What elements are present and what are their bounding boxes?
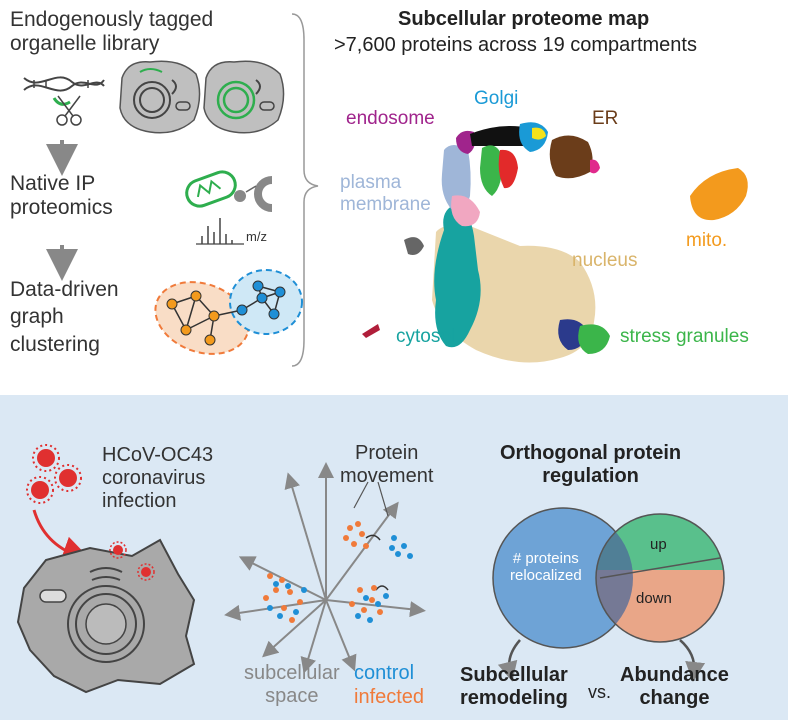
legend-infected: infected	[354, 686, 425, 708]
map-green-cluster	[480, 145, 503, 196]
movement-label: Protein movement	[340, 442, 434, 487]
virus-icon	[54, 464, 82, 492]
map-yellow-cluster	[532, 127, 546, 140]
abundance-label: Abundance change	[620, 664, 729, 709]
label-plasma-membrane: plasma membrane	[340, 172, 431, 215]
map-stress-granules	[578, 324, 610, 354]
map-black-cluster	[470, 126, 532, 146]
section-brace	[291, 13, 319, 367]
infected-cell-icon	[16, 538, 196, 694]
infection-arrow	[32, 509, 93, 566]
cell-icon-right	[203, 60, 285, 134]
regulation-title: Orthogonal protein regulation	[500, 442, 682, 487]
step-library-label: Endogenously tagged organelle library	[10, 8, 214, 56]
down-label: down	[636, 590, 672, 607]
map-red-cluster	[498, 149, 518, 189]
map-gray-cluster	[404, 237, 424, 255]
map-pm-pink	[451, 195, 480, 227]
axis-label: subcellular space	[244, 662, 340, 707]
step-clustering-label: Data-driven graph clustering	[10, 278, 119, 356]
remodeling-label: Subcellular remodeling	[460, 664, 568, 709]
mitochondrion-icon	[185, 170, 237, 208]
movement-vectors	[224, 462, 426, 674]
virus-icon	[26, 476, 54, 504]
vs-label: vs.	[588, 682, 612, 702]
map-endosome	[456, 130, 476, 154]
infection-label: HCoV-OC43 coronavirus infection	[102, 444, 214, 512]
virus-icon	[32, 444, 60, 472]
map-subtitle: >7,600 proteins across 19 compartments	[334, 34, 697, 56]
up-label: up	[650, 536, 667, 553]
map-mito	[690, 168, 748, 221]
map-magenta-cluster	[590, 159, 600, 174]
label-mito: mito.	[686, 230, 728, 251]
map-er	[549, 135, 593, 179]
abundance-arrow	[679, 639, 706, 682]
label-stress-granules: stress granules	[620, 326, 749, 347]
legend-control: control	[354, 662, 415, 684]
map-title: Subcellular proteome map	[398, 8, 650, 30]
step-proteomics-label: Native IP proteomics	[10, 172, 113, 220]
graph-clustering-icon	[154, 269, 303, 355]
label-nucleus: nucleus	[572, 250, 638, 271]
mass-spectrum-icon	[196, 218, 244, 245]
relocalized-label: # proteins relocalized	[510, 550, 582, 585]
movement-points	[263, 521, 413, 623]
virus-icons	[26, 444, 82, 504]
magnet-icon	[234, 176, 273, 212]
label-endosome: endosome	[346, 108, 435, 129]
mz-label: m/z	[246, 229, 267, 244]
label-er: ER	[592, 108, 619, 129]
map-cytosol	[434, 204, 481, 348]
map-crimson-cluster	[362, 324, 380, 338]
label-golgi: Golgi	[474, 88, 519, 109]
map-plasma-membrane	[441, 145, 471, 211]
cell-icon-left	[119, 60, 201, 134]
remodeling-arrow	[497, 639, 521, 682]
proteome-map	[362, 122, 748, 363]
label-cytosol: cytosol	[396, 326, 456, 347]
dna-scissors-icon	[23, 76, 105, 126]
